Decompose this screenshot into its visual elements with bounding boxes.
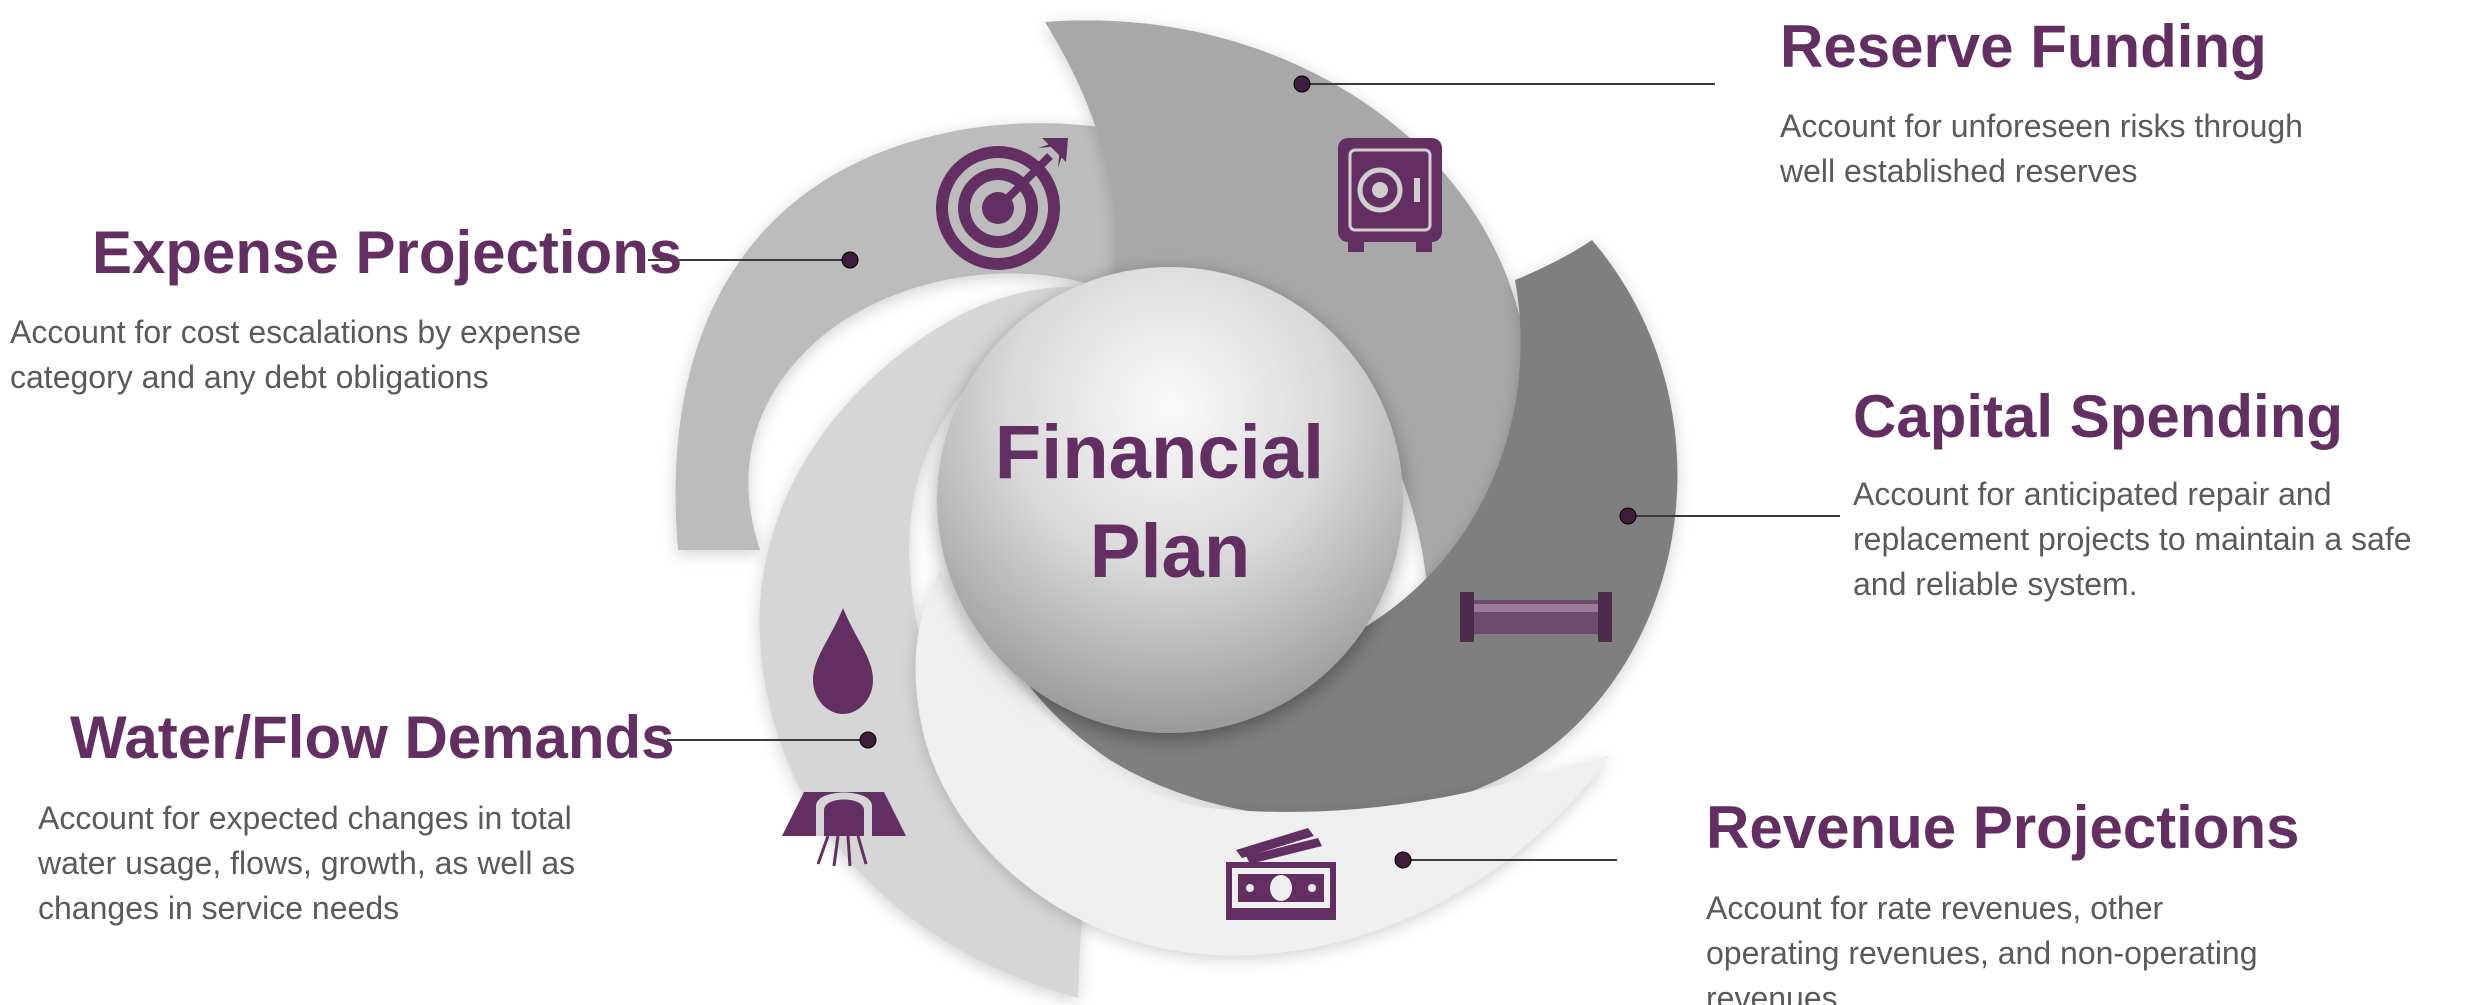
expense-projections-desc-line: category and any debt obligations bbox=[10, 359, 489, 395]
expense-projections-title: Expense Projections bbox=[92, 219, 683, 286]
revenue-projections-title: Revenue Projections bbox=[1706, 794, 2300, 861]
revenue-projections-desc-line: Account for rate revenues, other bbox=[1706, 890, 2164, 926]
segment-revenue-projections bbox=[915, 570, 1610, 956]
center-circle bbox=[937, 267, 1403, 733]
capital-spending-description: Account for anticipated repair and repla… bbox=[1853, 472, 2412, 607]
reserve-funding-desc-line: well established reserves bbox=[1780, 153, 2138, 189]
water-flow-demands-description: Account for expected changes in total wa… bbox=[38, 796, 575, 931]
capital-spending-desc-line: Account for anticipated repair and bbox=[1853, 476, 2332, 512]
revenue-projections-desc-line: operating revenues, and non-operating bbox=[1706, 935, 2258, 971]
pipe-icon bbox=[1460, 592, 1612, 642]
center-line2: Plan bbox=[1090, 509, 1251, 594]
water-flow-demands-desc-line: changes in service needs bbox=[38, 890, 400, 926]
connector-revenue-projections bbox=[1394, 851, 1617, 869]
reserve-funding-title: Reserve Funding bbox=[1780, 13, 2267, 80]
water-drop-icon bbox=[813, 608, 873, 714]
revenue-projections-description: Account for rate revenues, other operati… bbox=[1706, 886, 2258, 1005]
capital-spending-desc-line: replacement projects to maintain a safe bbox=[1853, 521, 2412, 557]
reserve-funding-desc-line: Account for unforeseen risks through bbox=[1780, 108, 2303, 144]
water-flow-demands-desc-line: Account for expected changes in total bbox=[38, 800, 572, 836]
expense-projections-desc-line: Account for cost escalations by expense bbox=[10, 314, 581, 350]
connector-capital-spending bbox=[1619, 507, 1840, 525]
capital-spending-desc-line: and reliable system. bbox=[1853, 566, 2138, 602]
water-flow-demands-title: Water/Flow Demands bbox=[70, 704, 675, 771]
culvert-icon bbox=[782, 792, 906, 867]
money-icon bbox=[1226, 828, 1336, 920]
target-icon bbox=[936, 138, 1068, 270]
connector-expense-projections bbox=[648, 251, 859, 269]
connector-reserve-funding bbox=[1293, 75, 1715, 93]
svg-text:Financial Plan: Financial Plan bbox=[995, 410, 1346, 594]
water-flow-demands-desc-line: water usage, flows, growth, as well as bbox=[38, 845, 576, 881]
expense-projections-description: Account for cost escalations by expense … bbox=[10, 310, 581, 400]
connector-water-flow-demands bbox=[667, 731, 877, 749]
safe-icon bbox=[1338, 138, 1442, 252]
reserve-funding-description: Account for unforeseen risks through wel… bbox=[1780, 104, 2303, 194]
revenue-projections-desc-line: revenues bbox=[1706, 980, 1838, 1005]
capital-spending-title: Capital Spending bbox=[1853, 383, 2344, 450]
center-line1: Financial bbox=[995, 410, 1324, 495]
